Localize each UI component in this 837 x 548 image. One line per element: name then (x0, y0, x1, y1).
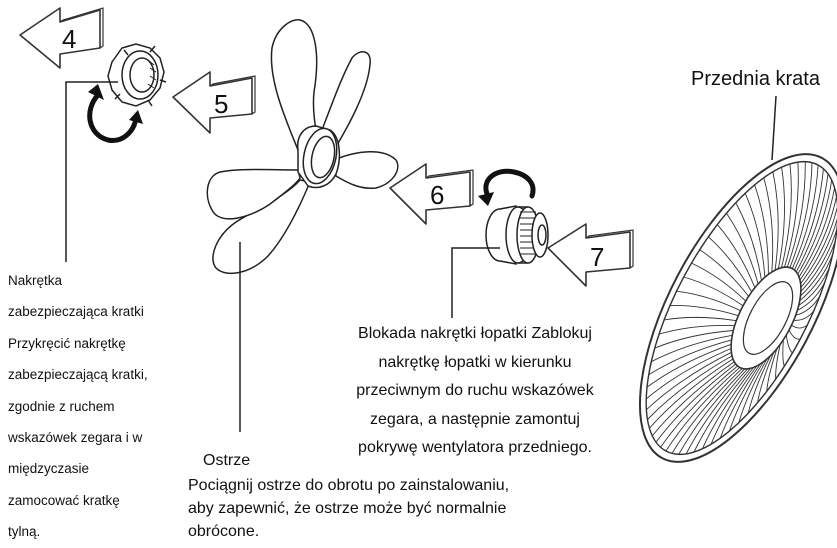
counterclockwise-rotation-arrow (478, 171, 533, 206)
grille-nut-title: Nakrętka (8, 265, 148, 296)
grille-spoke (773, 172, 778, 270)
blade-nut-leader-line (452, 248, 500, 318)
front-grille-leader-line (772, 96, 776, 160)
blade-lock-nut (486, 206, 548, 264)
grille-spoke (755, 185, 769, 275)
grille-spoke (649, 359, 733, 428)
grille-nut-line: zgodnie z ruchem (8, 391, 148, 422)
grille-spoke (736, 203, 762, 281)
grille-nut-line: zamocować kratkę (8, 485, 148, 516)
blade-nut-line: Blokada nakrętki łopatki Zablokuj (325, 320, 625, 349)
grille-spoke (684, 277, 743, 306)
blade-description: Pociągnij ostrze do obrotu po zainstalow… (188, 474, 509, 543)
grille-spoke (659, 325, 735, 334)
grille-nut-label: Nakrętka zabezpieczająca kratki Przykręc… (8, 265, 148, 548)
step-number-4: 4 (62, 24, 76, 54)
grille-nut-line: tylną. (8, 516, 148, 547)
grille-nut (108, 44, 166, 106)
grille-spoke (661, 366, 738, 447)
step-arrow-7: 7 (548, 224, 633, 286)
grille-nut-line: międzyczasie (8, 453, 148, 484)
grille-spoke (677, 291, 741, 311)
grille-spoke (796, 174, 828, 272)
grille-spoke (778, 167, 784, 268)
blade-line: obrócone. (188, 520, 509, 543)
grille-spoke (783, 340, 784, 367)
grille-spoke (708, 237, 751, 292)
blade-title: Ostrze (203, 452, 250, 470)
step-number-6: 6 (430, 180, 444, 210)
blade-nut-line: pokrywę wentylatora przedniego. (325, 434, 625, 463)
blade-nut-line: zegara, a następnie zamontuj (325, 406, 625, 435)
grille-spoke (727, 213, 759, 284)
grille-nut-line: zabezpieczającą kratki, (8, 359, 148, 390)
front-grille (599, 124, 837, 492)
fan-blade (207, 20, 397, 274)
step-arrow-4: 4 (20, 8, 103, 68)
grille-nut-line: Przykręcić nakrętkę (8, 328, 148, 359)
step-arrow-6: 6 (390, 164, 473, 224)
grille-spoke (670, 305, 738, 315)
blade-line: Pociągnij ostrze do obrotu po zainstalow… (188, 474, 509, 497)
front-grille-label: Przednia krata (691, 68, 820, 91)
blade-nut-line: nakrętkę łopatki w kierunku (325, 349, 625, 378)
grille-spoke (745, 193, 765, 277)
grille-spoke (700, 250, 749, 297)
grille-spoke (786, 335, 792, 353)
grille-nut-line: wskazówek zegara i w (8, 422, 148, 453)
step-number-7: 7 (590, 242, 604, 272)
step-arrow-5: 5 (173, 72, 255, 133)
blade-nut-description: Blokada nakrętki łopatki Zablokuj nakręt… (325, 320, 625, 463)
grille-nut-line: zabezpieczająca kratki (8, 296, 148, 327)
grille-spoke (791, 325, 807, 328)
blade-line: aby zapewnić, że ostrze może być normaln… (188, 497, 509, 520)
grille-spoke (655, 331, 734, 349)
grille-spoke (647, 344, 731, 387)
step-number-5: 5 (214, 89, 228, 119)
blade-nut-line: przeciwnym do ruchu wskazówek (325, 377, 625, 406)
grille-spoke (789, 330, 800, 339)
grille-spoke (664, 317, 736, 320)
grille-spoke (646, 352, 731, 409)
